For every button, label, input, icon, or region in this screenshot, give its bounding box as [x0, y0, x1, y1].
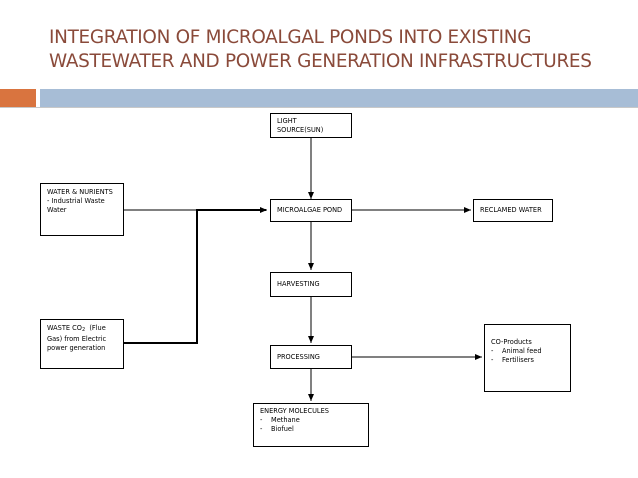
title-line-1: INTEGRATION OF MICROALGAL PONDS INTO EXI…	[49, 27, 532, 48]
coproducts-item-2: -Fertilisers	[491, 356, 564, 365]
bullet-marker: -	[260, 425, 263, 433]
water-nutrients-line2: - Industrial Waste	[47, 197, 105, 205]
processing-box: PROCESSING	[270, 345, 352, 369]
water-nutrients-line1: WATER & NURIENTS	[47, 188, 113, 196]
coproducts-box: CO-Products -Animal feed -Fertilisers	[484, 324, 571, 392]
waste-co2-box: WASTE CO2 (Flue Gas) from Electric power…	[40, 319, 124, 369]
waste-co2-line2: Gas) from Electric	[47, 335, 107, 343]
waste-co2-prefix: WASTE CO	[47, 324, 82, 332]
coproducts-item-1: -Animal feed	[491, 347, 564, 356]
energy-item-2: -Biofuel	[260, 425, 362, 434]
microalgae-pond-label: MICROALGAE POND	[277, 206, 343, 214]
divider-line	[0, 107, 638, 108]
reclaimed-water-label: RECLAMED WATER	[480, 206, 542, 214]
processing-label: PROCESSING	[277, 352, 320, 361]
harvesting-box: HARVESTING	[270, 272, 352, 297]
water-nutrients-box: WATER & NURIENTS - Industrial Waste Wate…	[40, 183, 124, 236]
waste-co2-subscript: 2	[81, 327, 86, 333]
energy-title: ENERGY MOLECULES	[260, 407, 329, 415]
coproducts-title: CO-Products	[491, 338, 532, 346]
title-line-2: WASTEWATER AND POWER GENERATION INFRASTR…	[49, 51, 592, 72]
reclaimed-water-box: RECLAMED WATER	[473, 199, 553, 222]
energy-item-1: -Methane	[260, 416, 362, 425]
light-source-box: LIGHT SOURCE(SUN)	[270, 113, 352, 138]
coproducts-item-label: Fertilisers	[502, 356, 534, 364]
waste-co2-line3: power generation	[47, 344, 106, 352]
waste-co2-line1: WASTE CO2 (Flue	[47, 324, 117, 335]
accent-bar-blue	[40, 89, 638, 107]
energy-molecules-box: ENERGY MOLECULES -Methane -Biofuel	[253, 403, 369, 447]
microalgae-pond-box: MICROALGAE POND	[270, 199, 352, 222]
harvesting-label: HARVESTING	[277, 280, 320, 288]
bullet-marker: -	[491, 356, 494, 364]
bullet-marker: -	[491, 347, 494, 355]
energy-item-label: Biofuel	[271, 425, 294, 433]
slide-title: INTEGRATION OF MICROALGAL PONDS INTO EXI…	[49, 26, 619, 74]
arrow-co2-to-pond	[123, 209, 266, 344]
accent-bar-orange	[0, 89, 36, 107]
waste-co2-suffix: (Flue	[85, 324, 106, 332]
bullet-marker: -	[260, 416, 263, 424]
energy-item-label: Methane	[271, 416, 300, 424]
light-source-label: LIGHT SOURCE(SUN)	[277, 116, 324, 134]
coproducts-item-label: Animal feed	[502, 347, 542, 355]
water-nutrients-line3: Water	[47, 206, 67, 214]
